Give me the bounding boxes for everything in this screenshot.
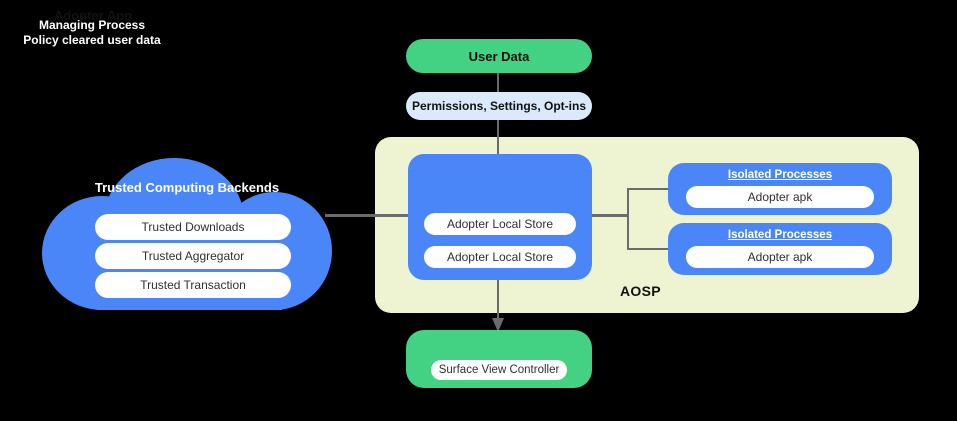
cloud-item-trusted-downloads[interactable]: Trusted Downloads: [95, 214, 291, 240]
cloud-item-label: Trusted Downloads: [141, 220, 245, 234]
cloud-item-trusted-aggregator[interactable]: Trusted Aggregator: [95, 243, 291, 269]
connector-cloud-to-managing-process: [325, 214, 408, 217]
connector-permissions-to-managing-process: [497, 120, 499, 154]
isolated-process-title-1: Isolated Processes: [727, 169, 833, 181]
user-data-node[interactable]: User Data: [406, 39, 592, 73]
permissions-label: Permissions, Settings, Opt-ins: [411, 99, 587, 113]
managing-process-title: Managing Process Policy cleared user dat…: [0, 18, 184, 48]
connector-branch-riser: [627, 188, 629, 250]
connector-branch-stem: [592, 214, 629, 217]
adopter-apk-2[interactable]: Adopter apk: [686, 246, 874, 268]
adopter-apk-1[interactable]: Adopter apk: [686, 186, 874, 208]
surface-view-controller[interactable]: Surface View Controller: [431, 360, 567, 380]
surface-view-controller-label: Surface View Controller: [438, 364, 560, 376]
isolated-process-title-2: Isolated Processes: [727, 229, 833, 241]
adopter-local-store-label: Adopter Local Store: [446, 217, 554, 231]
connector-branch-to-isolated-2: [627, 248, 670, 250]
adopter-app-title: Adopter App: [53, 8, 133, 23]
aosp-label: AOSP: [620, 283, 661, 299]
permissions-settings-optins-node[interactable]: Permissions, Settings, Opt-ins: [406, 92, 592, 120]
connector-branch-to-isolated-1: [627, 188, 670, 190]
adopter-apk-label: Adopter apk: [747, 190, 813, 204]
cloud-item-label: Trusted Transaction: [140, 278, 246, 292]
cloud-title: Trusted Computing Backends: [94, 180, 280, 195]
adopter-local-store-2[interactable]: Adopter Local Store: [424, 246, 576, 268]
adopter-local-store-label: Adopter Local Store: [446, 250, 554, 264]
cloud-item-trusted-transaction[interactable]: Trusted Transaction: [95, 272, 291, 298]
cloud-item-label: Trusted Aggregator: [141, 249, 245, 263]
managing-process-title-line1: Managing Process: [38, 18, 146, 32]
connector-userdata-to-permissions: [497, 73, 499, 92]
arrowhead-down-adopter-app: [492, 318, 504, 332]
adopter-local-store-1[interactable]: Adopter Local Store: [424, 213, 576, 235]
user-data-label: User Data: [468, 48, 530, 64]
connector-managing-process-to-adopter-app: [497, 280, 499, 322]
managing-process-title-line2: Policy cleared user data: [23, 33, 161, 47]
adopter-apk-label: Adopter apk: [747, 250, 813, 264]
